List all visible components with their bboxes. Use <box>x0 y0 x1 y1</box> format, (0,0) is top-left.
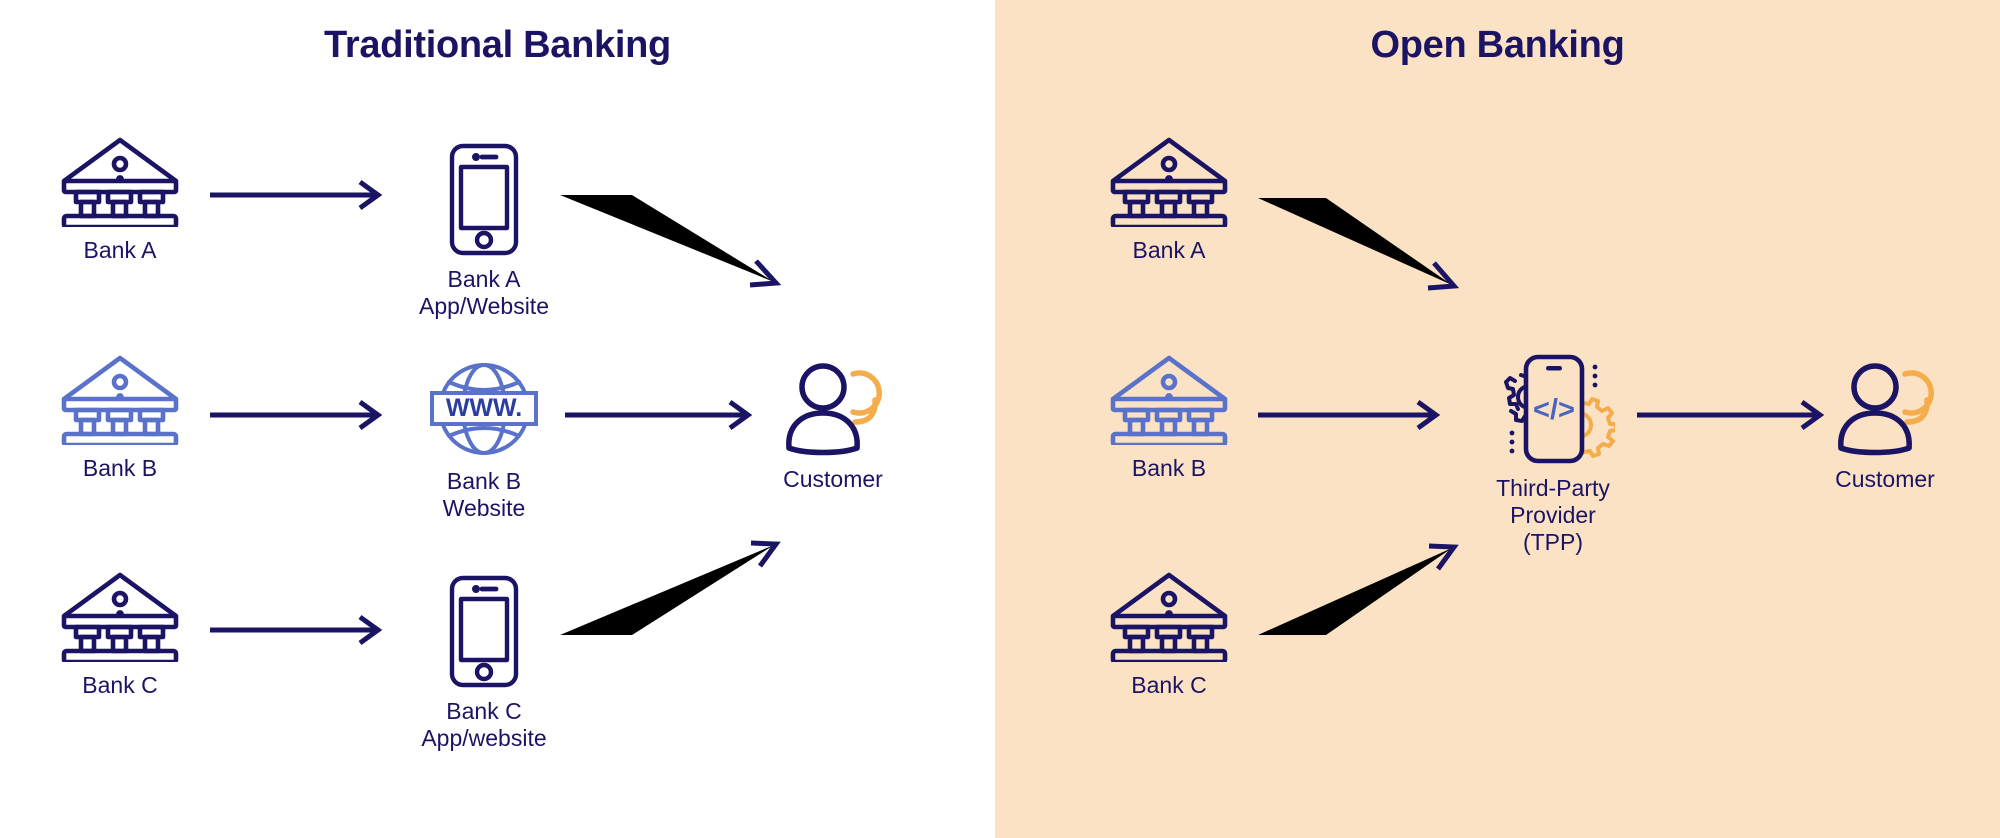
tpp-code-phone-icon: </> <box>1433 353 1673 465</box>
node-label: Bank C App/website <box>421 698 547 751</box>
node-ob-bank-c[interactable]: Bank C <box>1049 570 1289 699</box>
bank-icon <box>0 570 240 665</box>
bank-icon <box>0 135 240 230</box>
node-label: Bank A <box>1132 237 1206 263</box>
node-bank-c[interactable]: Bank C <box>0 570 240 699</box>
node-bank-b[interactable]: Bank B <box>0 353 240 482</box>
node-label: Bank C <box>82 672 158 698</box>
node-ob-bank-b[interactable]: Bank B <box>1049 353 1289 482</box>
node-label: Customer <box>783 466 883 492</box>
globe-icon-text: WWW. <box>446 394 522 422</box>
node-label: Customer <box>1835 466 1935 492</box>
node-customer[interactable]: Customer <box>713 360 953 493</box>
panel-title-open: Open Banking <box>1370 24 1625 66</box>
node-bank-c-app[interactable]: Bank C App/website <box>364 575 604 752</box>
bank-icon <box>1049 353 1289 448</box>
node-label: Bank B <box>82 455 158 481</box>
node-label: Bank A <box>83 237 157 263</box>
dot-accents <box>1509 364 1598 454</box>
node-label: Bank C <box>1131 672 1207 698</box>
node-label: Bank A App/Website <box>419 266 549 319</box>
phone-icon <box>364 143 604 256</box>
bank-icon <box>1049 570 1289 665</box>
node-bank-a-app[interactable]: Bank A App/Website <box>364 143 604 320</box>
node-label: Bank B <box>1131 455 1207 481</box>
bank-icon <box>0 353 240 448</box>
customer-icon <box>1765 360 2000 456</box>
node-bank-b-website[interactable]: WWW. Bank B Website <box>364 360 604 522</box>
globe-www-icon: WWW. <box>364 360 604 458</box>
node-ob-customer[interactable]: Customer <box>1765 360 2000 493</box>
node-bank-a[interactable]: Bank A <box>0 135 240 264</box>
phone-icon <box>364 575 604 688</box>
node-label: Bank B Website <box>442 468 526 521</box>
customer-icon <box>713 360 953 456</box>
node-label: Third-Party Provider (TPP) <box>1496 475 1610 555</box>
bank-icon <box>1049 135 1289 230</box>
node-ob-tpp[interactable]: </> Third-Party Provider (TPP) <box>1433 353 1673 556</box>
tpp-icon-code-text: </> <box>1533 394 1575 426</box>
panel-title-traditional: Traditional Banking <box>324 24 671 66</box>
node-ob-bank-a[interactable]: Bank A <box>1049 135 1289 264</box>
